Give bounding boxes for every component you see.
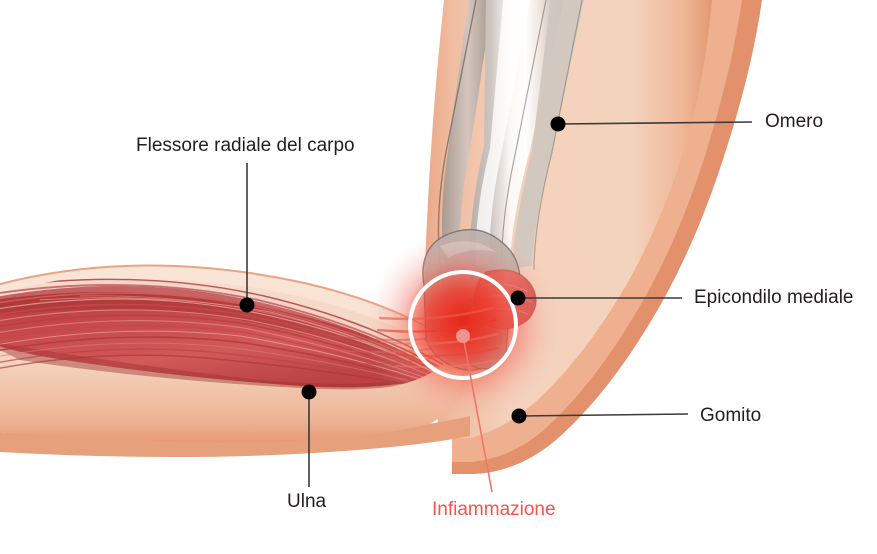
annotation-leaders xyxy=(239,116,753,493)
marker-dot-ulna[interactable] xyxy=(301,384,317,400)
marker-dot-flessore[interactable] xyxy=(239,297,255,313)
label-flessore-radiale-del-carpo: Flessore radiale del carpo xyxy=(136,135,355,156)
humerus-shaft xyxy=(469,0,566,282)
muscle-aponeurosis xyxy=(0,279,450,370)
marker-dot-omero[interactable] xyxy=(550,116,566,132)
label-omero: Omero xyxy=(765,111,824,132)
inflammation-group xyxy=(365,227,561,423)
leader-line-omero xyxy=(557,121,753,125)
muscle-belly xyxy=(0,286,442,388)
humerus-highlight xyxy=(475,0,532,266)
leader-line-gomito xyxy=(518,413,689,417)
forearm-bottom-edge xyxy=(0,416,470,457)
marker-dot-gomito[interactable] xyxy=(511,408,527,424)
label-gomito: Gomito xyxy=(700,405,762,426)
muscle-belly-upper-shade xyxy=(0,286,442,372)
marker-dot-epicondilo[interactable] xyxy=(510,290,526,306)
inflamed-fibers xyxy=(376,306,500,369)
label-ulna: Ulna xyxy=(287,491,327,512)
humerus-cortex-left xyxy=(442,0,494,290)
humerus-cortex-right xyxy=(512,0,586,268)
marker-dot-infiammazione[interactable] xyxy=(456,329,470,343)
leader-line-infiammazione xyxy=(462,335,493,493)
upper-arm-mid-band xyxy=(438,0,742,462)
label-infiammazione: Infiammazione xyxy=(432,499,556,520)
label-epicondilo-mediale: Epicondilo mediale xyxy=(694,287,854,308)
highlight-ring xyxy=(408,270,518,380)
